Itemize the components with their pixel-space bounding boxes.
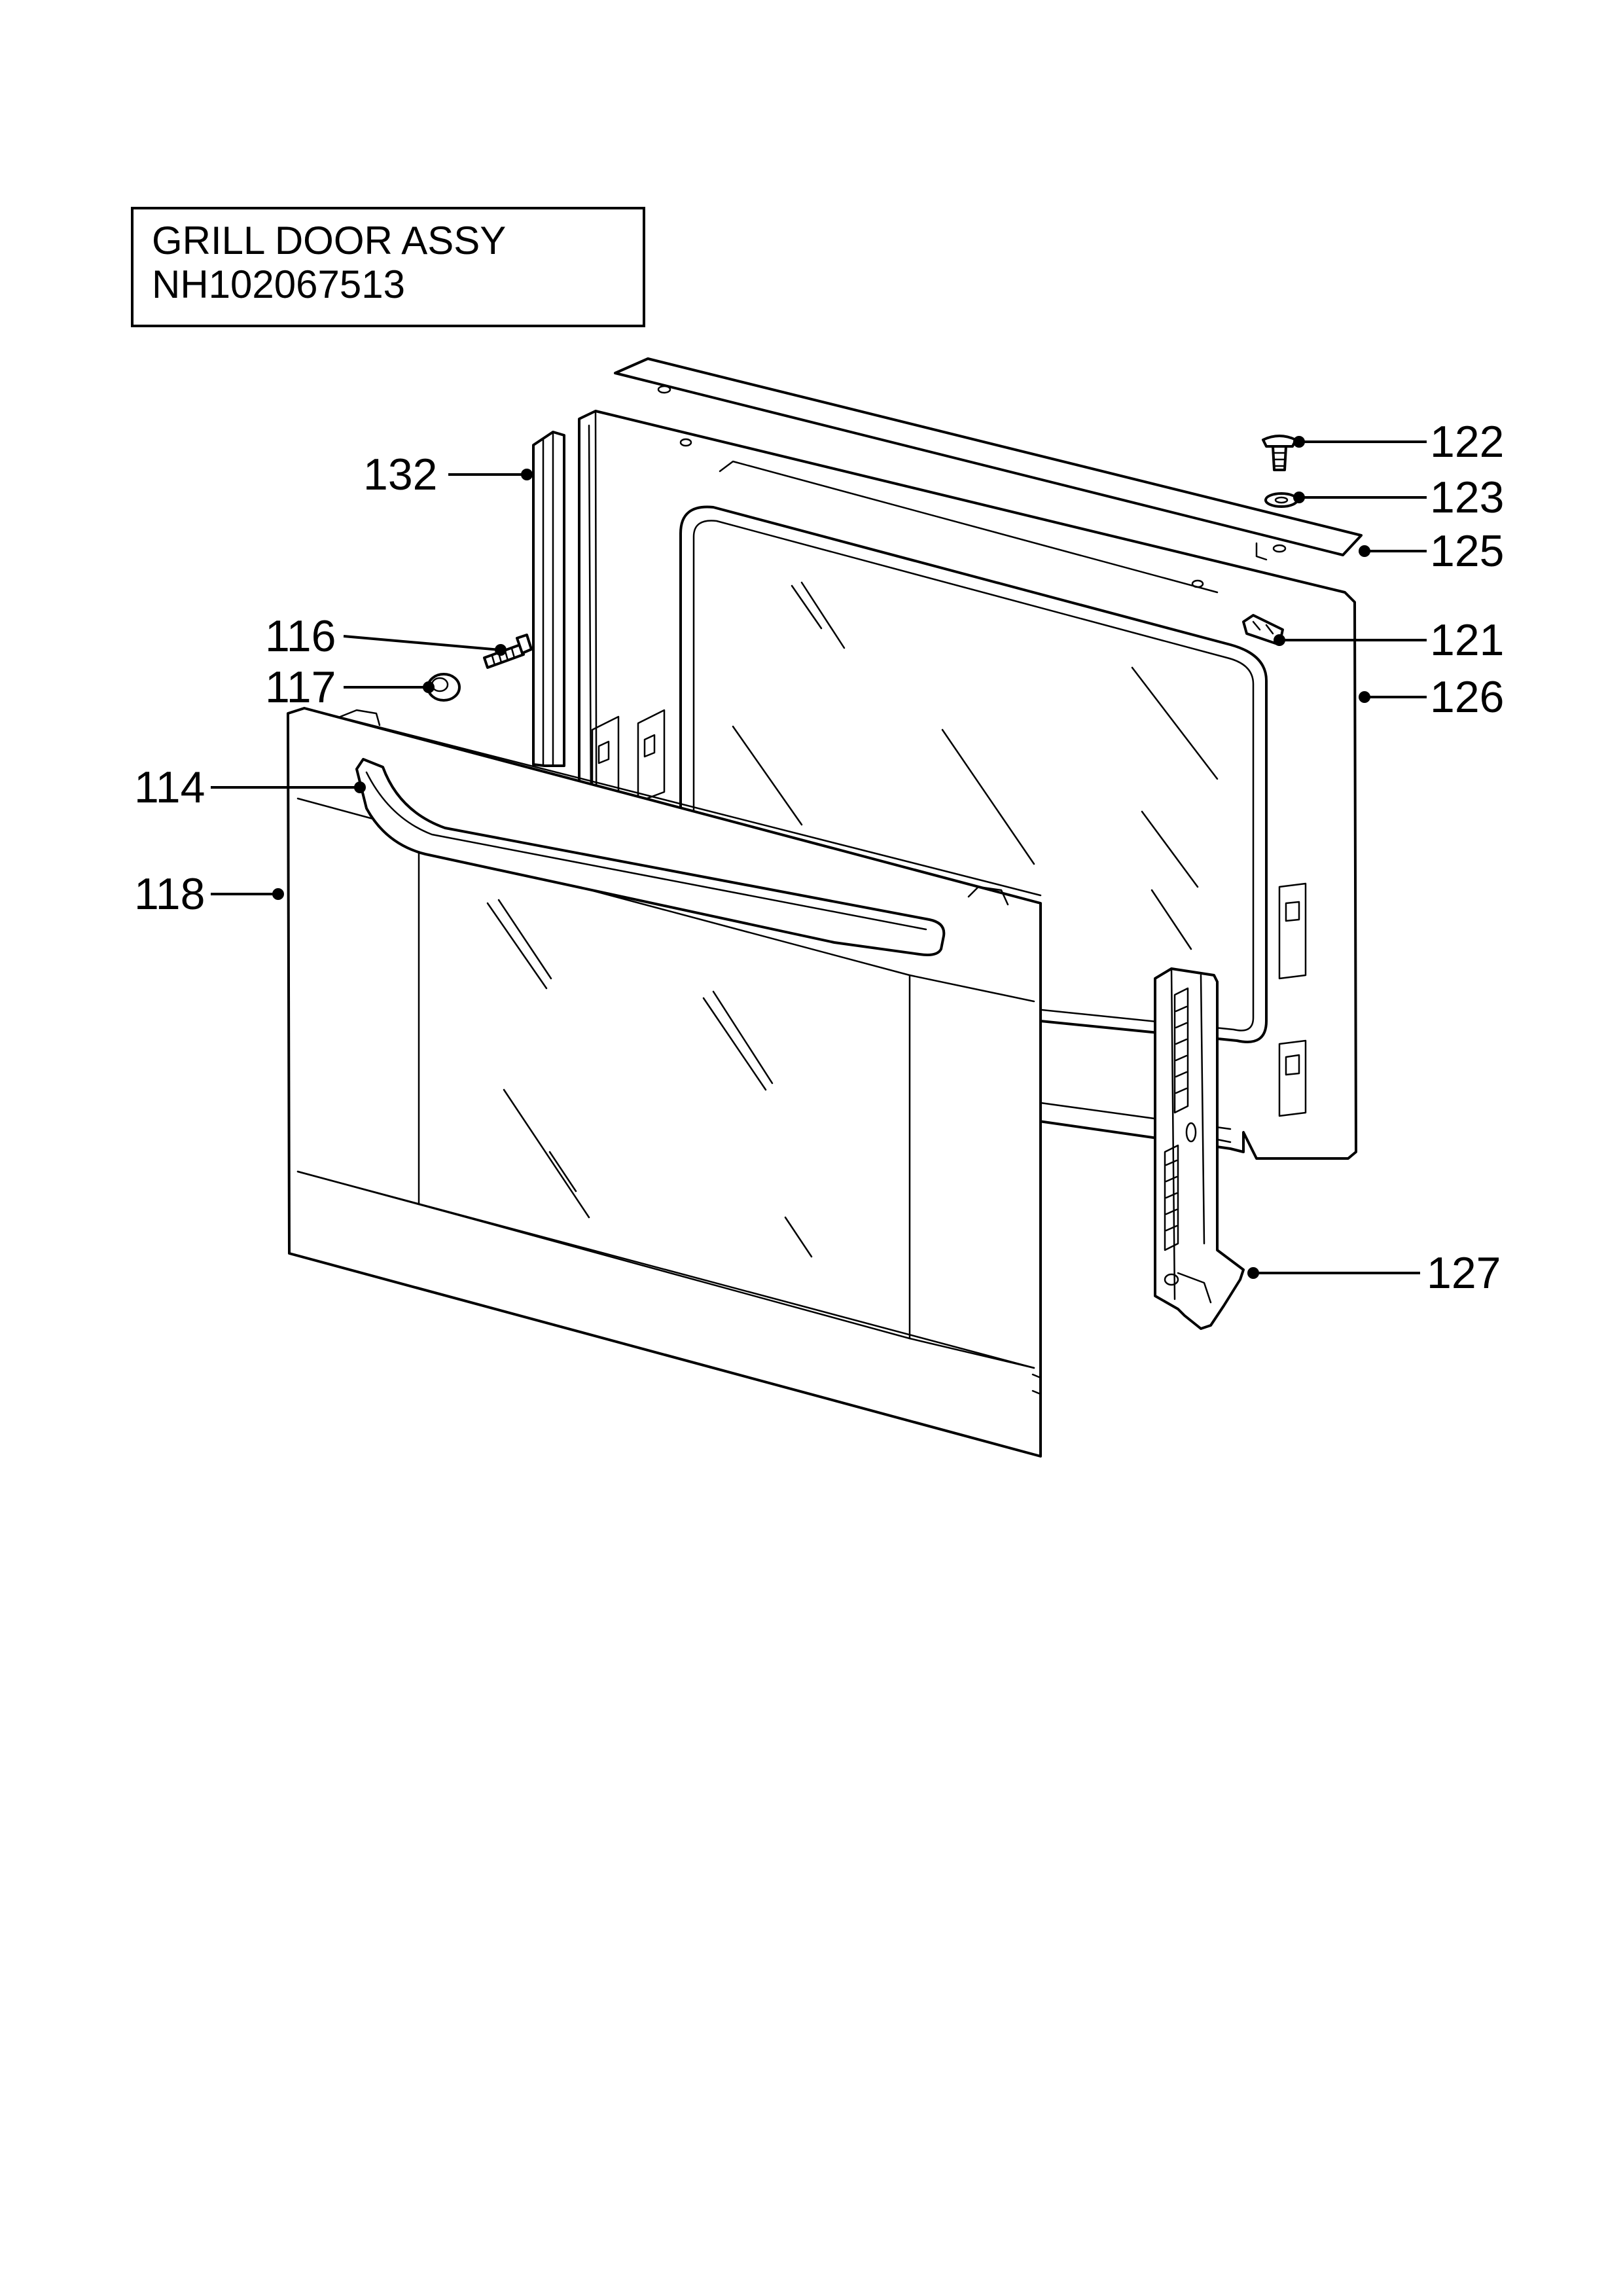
label-122: 122 xyxy=(1430,417,1504,467)
label-118: 118 xyxy=(134,869,205,919)
side-trim-strip xyxy=(532,431,565,767)
callout-122: 122 xyxy=(1293,417,1504,467)
callout-121: 121 xyxy=(1274,615,1504,665)
callout-126: 126 xyxy=(1359,672,1504,722)
label-114: 114 xyxy=(134,762,205,812)
label-126: 126 xyxy=(1430,672,1504,722)
washer-123 xyxy=(1264,492,1298,508)
label-116: 116 xyxy=(265,611,336,661)
callout-118: 118 xyxy=(134,869,284,919)
label-132: 132 xyxy=(363,450,437,499)
screw-122 xyxy=(1262,435,1297,471)
callout-123: 123 xyxy=(1293,473,1504,522)
top-channel-strip xyxy=(614,357,1363,561)
callout-117: 117 xyxy=(265,662,435,712)
door-handle xyxy=(355,758,946,956)
title-line1: GRILL DOOR ASSY xyxy=(152,219,506,262)
label-127: 127 xyxy=(1427,1248,1501,1298)
hinge-assembly xyxy=(1154,967,1245,1330)
callout-127: 127 xyxy=(1247,1248,1501,1298)
label-125: 125 xyxy=(1430,526,1504,576)
callout-125: 125 xyxy=(1359,526,1504,576)
callout-132: 132 xyxy=(363,450,533,499)
title-line2: NH102067513 xyxy=(152,262,405,306)
callout-116: 116 xyxy=(265,611,507,661)
label-123: 123 xyxy=(1430,473,1504,522)
title-box: GRILL DOOR ASSY NH102067513 xyxy=(131,207,645,327)
screw-116 xyxy=(483,634,533,669)
label-121: 121 xyxy=(1430,615,1504,665)
outer-door-panel xyxy=(287,707,1042,1458)
label-117: 117 xyxy=(265,662,336,712)
callout-114: 114 xyxy=(134,762,366,812)
